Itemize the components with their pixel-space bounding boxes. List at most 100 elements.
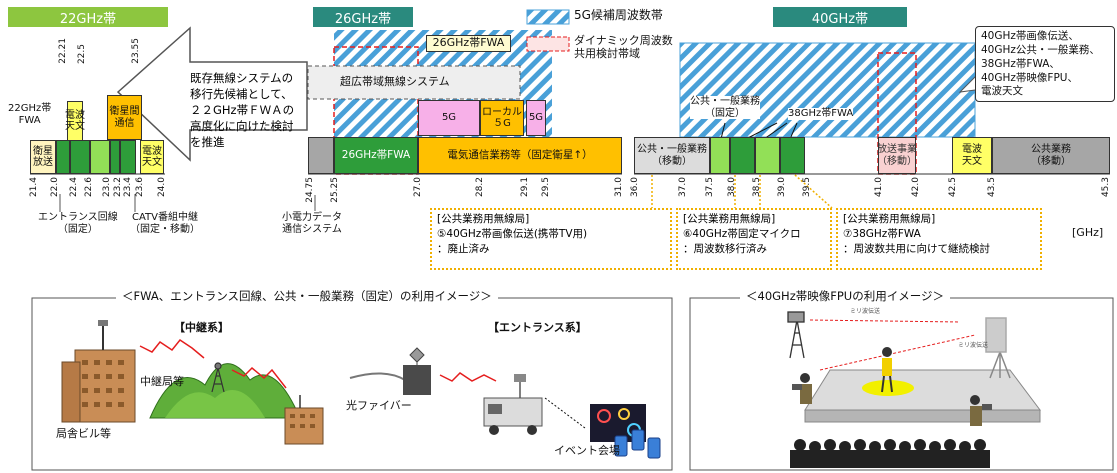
tick-40: 43.5 [987, 177, 997, 198]
fwa22-line1: 22GHz帯 [8, 103, 52, 114]
kokyo-fixed-line1: 公共・一般業務 [690, 96, 760, 107]
band-40-lg1 [710, 137, 730, 174]
local5g-line2: ５G [493, 118, 511, 129]
note-title: [公共業務用無線局] [843, 213, 936, 225]
tick-22: 22.6 [84, 177, 94, 198]
tick-40: 38.5 [752, 177, 762, 198]
band-gray-26 [308, 137, 334, 174]
tick-40: 37.0 [678, 177, 688, 198]
callout-line: 40GHz帯映像FPU、 [981, 71, 1078, 84]
band-40-g2 [780, 137, 805, 174]
unit-label: [GHz] [1072, 226, 1104, 239]
eiseikan-line1: 衛星間 [109, 106, 140, 117]
tick-22: 23.55 [131, 38, 141, 64]
tick-22: 24.0 [157, 177, 167, 198]
tick-40: 42.0 [911, 177, 921, 198]
entrance-line2: （固定） [57, 223, 98, 235]
local5g-line1: ローカル [482, 106, 522, 118]
tick-40: 39.5 [802, 177, 812, 198]
tick-22: 22.21 [58, 38, 68, 64]
legend-dynamic: ダイナミック周波数 共用検討帯域 [574, 34, 673, 60]
tick-22: 23.6 [135, 177, 145, 198]
kokyo-fixed-line2: （固定） [705, 107, 745, 119]
label-catv: CATV番組中継 （固定・移動） [130, 212, 200, 235]
note-40ghz-image: [公共業務用無線局] ⑤40GHz帯画像伝送(携帯TV用) ：廃止済み [430, 208, 672, 270]
eisei-line2: 放送 [33, 157, 53, 168]
band-22-lightgreen [90, 140, 110, 174]
radio-link [439, 372, 497, 382]
denpa-line1: 電波 [65, 109, 85, 121]
note-line: ：廃止済み [437, 243, 490, 256]
note-40ghz-fixed: [公共業務用無線局] ⑥40GHz帯固定マイクロ ：周波数移行済み [676, 208, 832, 270]
uwb-box [307, 65, 521, 100]
label-fwa38: 38GHz帯FWA [788, 108, 854, 120]
ob-van-illustration [483, 374, 543, 435]
kokyo2-line2: （移動） [1031, 155, 1071, 167]
label-entrance-system: 【エントランス系】 [488, 321, 587, 334]
callout-line: 40GHz帯画像伝送、 [981, 30, 1079, 42]
tick-22: 22.0 [50, 177, 60, 198]
band-hoso: 放送事業（移動） [877, 137, 917, 174]
relay-tower-illustration [211, 362, 225, 393]
panel-fwa-title: ＜FWA、エントランス回線、公共・一般業務（固定）の利用イメージ＞ [116, 289, 498, 304]
tick-26: 29.1 [520, 177, 530, 198]
transition-arrow [116, 26, 308, 162]
band-fwa26: 26GHz帯FWA [334, 137, 418, 174]
note-38ghz-fwa: [公共業務用無線局] ⑦38GHz帯FWA ：周波数共用に向けて継続検討 [836, 208, 1042, 270]
band-22-green3 [110, 140, 120, 174]
tick-40: 42.5 [948, 177, 958, 198]
label-entrance: エントランス回線 （固定） [38, 212, 118, 235]
header-40ghz: 40GHz帯 [773, 7, 907, 27]
callout-line: 電波天文 [981, 85, 1023, 98]
tick-26: 27.0 [413, 177, 423, 198]
tick-40: 41.0 [874, 177, 884, 198]
camera-operator-illustration [792, 373, 992, 426]
smartphones-illustration [614, 429, 661, 459]
tick-22: 22.4 [69, 177, 79, 198]
mountains-illustration [149, 363, 301, 419]
callout-line: 40GHz公共・一般業務、 [981, 43, 1100, 56]
catv-line2: （固定・移動） [130, 223, 200, 235]
eisei-line1: 衛星 [33, 145, 53, 157]
hoso-line2: （移動） [877, 155, 917, 167]
note-line: ：周波数共用に向けて継続検討 [843, 243, 990, 256]
callout-line: 38GHz帯FWA、 [981, 57, 1060, 70]
entrance-line1: エントランス回線 [38, 212, 118, 223]
tick-22: 21.4 [29, 177, 39, 198]
band-5g-1: 5G [418, 100, 480, 136]
denpa-line2: 天文 [65, 121, 85, 132]
callout-40ghz: 40GHz帯画像伝送、 40GHz公共・一般業務、 38GHz帯FWA、 40G… [975, 26, 1115, 102]
tower-antenna-illustration [787, 311, 805, 359]
denpa40-line2: 天文 [962, 155, 982, 167]
legend-dynamic-swatch [526, 36, 570, 52]
arrow-text-line: 高度化に向けた検討 [190, 119, 294, 134]
label-fiber: 光ファイバー [346, 399, 412, 412]
uwb-label: 超広帯域無線システム [340, 75, 450, 88]
label-event: イベント会場 [554, 444, 620, 457]
tick-22: 23.0 [102, 177, 112, 198]
legend-dynamic-line2: 共用検討帯域 [574, 46, 640, 60]
arrow-text-line: 既存無線システムの [190, 71, 294, 85]
note-title: [公共業務用無線局] [683, 213, 776, 225]
denpa2-line1: 電波 [142, 145, 162, 157]
tick-22: 22.5 [77, 44, 87, 65]
tick-40: 38.0 [727, 177, 737, 198]
tick-26: 29.5 [541, 177, 551, 198]
building-illustration [61, 320, 136, 423]
label-relay-system: 【中継系】 [174, 321, 229, 334]
audience-illustration [790, 439, 990, 468]
band-22-green1 [56, 140, 70, 174]
band-denpa-tenmon-22: 電波天文 [65, 101, 85, 141]
legend-dynamic-line1: ダイナミック周波数 [574, 34, 673, 47]
arrow-text-line: を推進 [190, 135, 225, 150]
note-line: ⑥40GHz帯固定マイクロ [683, 228, 801, 241]
tick-40: 39.0 [777, 177, 787, 198]
band-denpa-tenmon-24: 電波天文 [140, 140, 164, 174]
fiber-cable [349, 372, 406, 381]
label-building: 局舎ビル等 [56, 427, 111, 440]
band-denpa-40: 電波天文 [952, 137, 992, 174]
band-eisei-hoso: 衛星放送 [30, 140, 56, 174]
tick-26: 24.75 [305, 177, 315, 203]
arrow-text: 既存無線システムの 移行先候補として、 ２２GHz帯ＦＷＡの 高度化に向けた検討… [190, 70, 294, 150]
label-wave1: ミリ波伝送 [850, 308, 881, 315]
